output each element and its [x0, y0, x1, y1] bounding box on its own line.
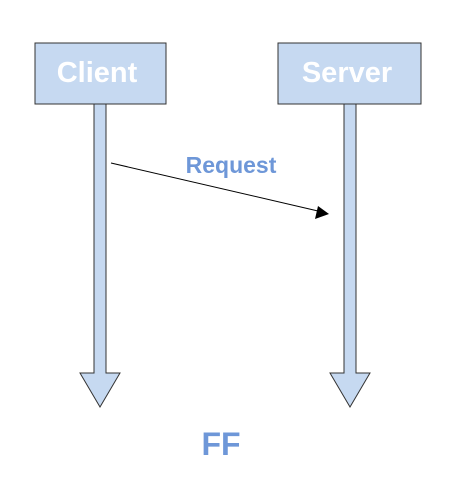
request-arrowhead [315, 206, 329, 219]
client-lifeline-arrow [79, 103, 121, 408]
actor-server: Server [277, 42, 422, 105]
request-arrow-line [110, 162, 319, 212]
server-label: Server [302, 57, 392, 89]
server-lifeline-arrow [329, 103, 371, 408]
message-request: Request [110, 152, 329, 219]
client-box [34, 42, 167, 105]
client-label: Client [57, 57, 138, 89]
diagram-caption: FF [201, 426, 240, 462]
server-box [277, 42, 422, 105]
request-label: Request [186, 152, 277, 178]
actor-client: Client [34, 42, 167, 105]
